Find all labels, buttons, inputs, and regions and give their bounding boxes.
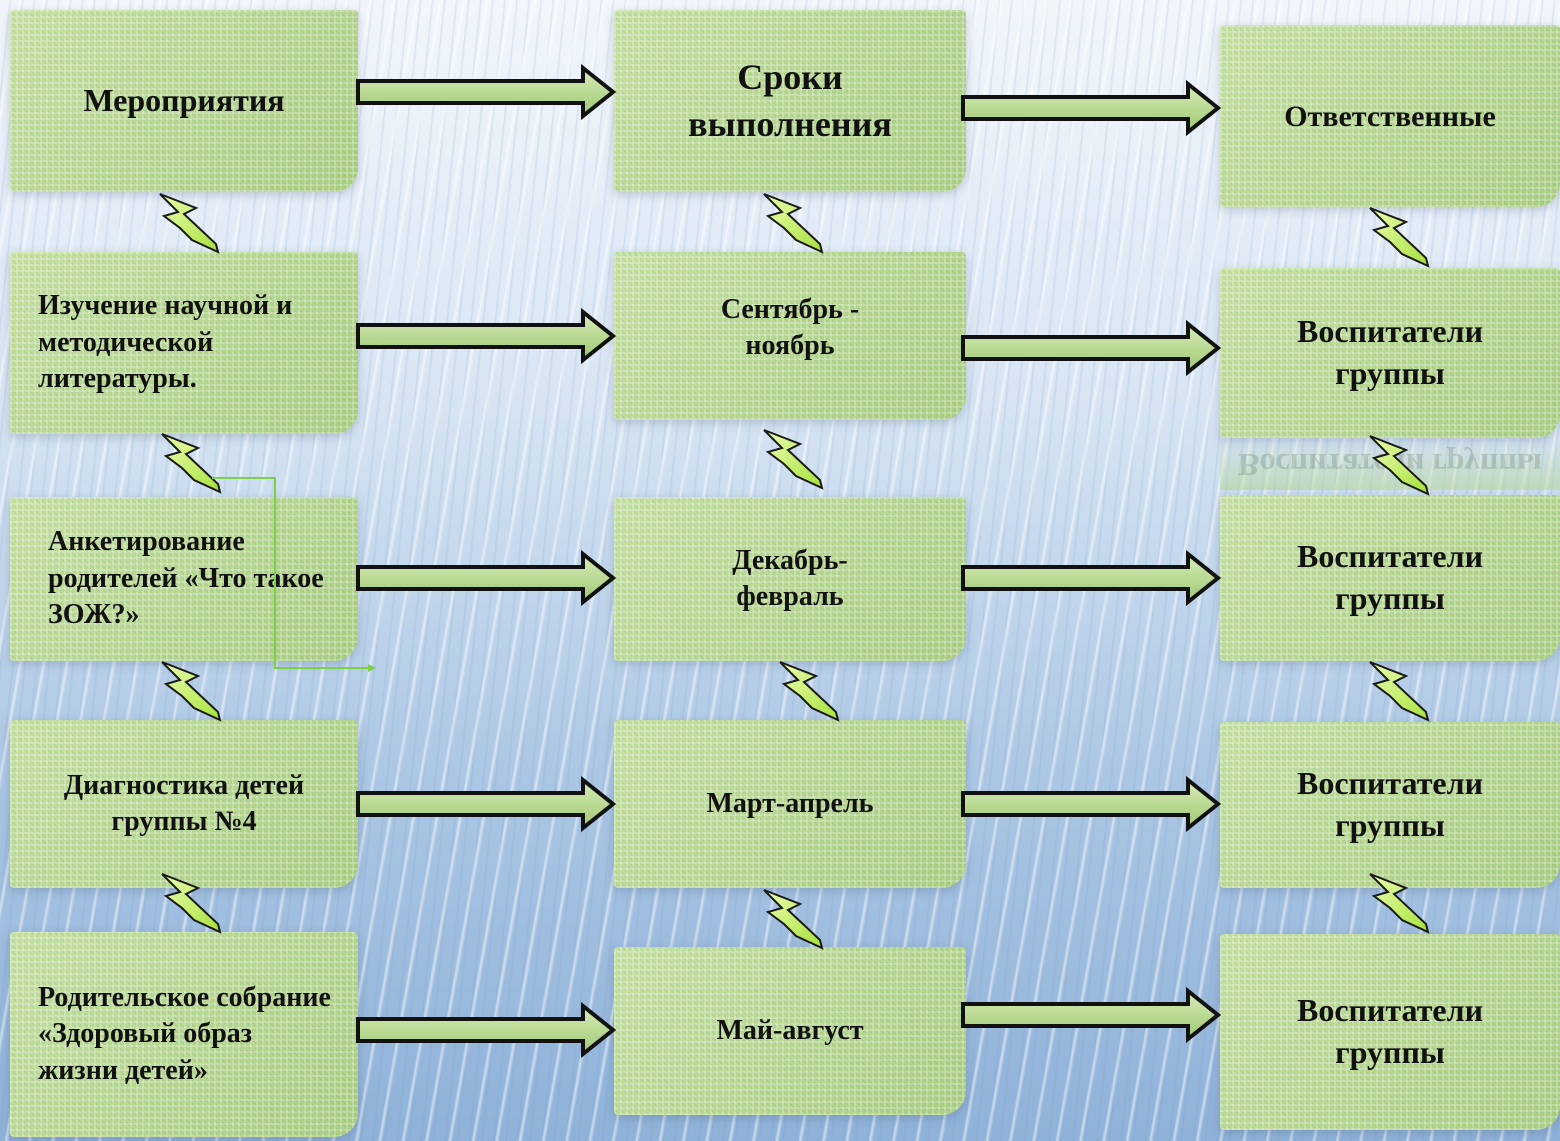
bolt-deadlines-2-icon <box>763 429 823 489</box>
events-item-1-box: Изучение научной и методической литерату… <box>10 252 358 434</box>
events-item-4-box: Родительское собрание «Здоровый образ жи… <box>10 932 358 1137</box>
arrow-events-to-deadlines-header <box>356 66 615 118</box>
responsible-item-1-box: Воспитатели группы <box>1220 268 1560 438</box>
responsible-item-2-label: Воспитатели группы <box>1296 538 1483 616</box>
arrow-events-to-deadlines-2 <box>356 552 615 604</box>
arrow-deadlines-to-responsible-header <box>961 82 1220 134</box>
responsible-item-4-box: Воспитатели группы <box>1220 934 1560 1130</box>
events-item-4-label: Родительское собрание «Здоровый образ жи… <box>38 981 331 1086</box>
bolt-responsible-4-icon <box>1369 873 1429 933</box>
responsible-item-2-box: Воспитатели группы <box>1220 495 1560 661</box>
arrow-deadlines-to-responsible-1 <box>961 322 1220 374</box>
bolt-responsible-1-icon <box>1369 207 1429 267</box>
responsible-header-box: Ответственные <box>1220 25 1560 207</box>
events-header-label: Мероприятия <box>83 82 285 119</box>
bolt-deadlines-4-icon <box>763 889 823 949</box>
bolt-events-3-icon <box>161 661 221 721</box>
deadlines-item-3-label: Март-апрель <box>706 787 874 819</box>
events-item-2-box: Анкетирование родителей «Что такое ЗОЖ?» <box>10 497 358 661</box>
arrow-events-to-deadlines-4 <box>356 1004 615 1056</box>
bolt-events-4-icon <box>161 873 221 933</box>
deadlines-item-3-box: Март-апрель <box>614 720 966 888</box>
bolt-responsible-3-icon <box>1369 661 1429 721</box>
events-item-2-label: Анкетирование родителей «Что такое ЗОЖ?» <box>48 526 324 631</box>
responsible-item-4-label: Воспитатели группы <box>1296 992 1483 1070</box>
arrow-deadlines-to-responsible-2 <box>961 552 1220 604</box>
events-item-3-box: Диагностика детей группы №4 <box>10 720 358 888</box>
events-item-3-label: Диагностика детей группы №4 <box>63 769 305 837</box>
deadlines-item-2-box: Декабрь-февраль <box>614 497 966 661</box>
deadlines-header-label: Сроки выполнения <box>688 57 892 144</box>
events-header-box: Мероприятия <box>10 10 358 192</box>
elbow-connector <box>212 477 376 672</box>
bolt-deadlines-1-icon <box>763 193 823 253</box>
responsible-item-3-label: Воспитатели группы <box>1296 765 1483 843</box>
deadlines-item-4-box: Май-август <box>614 947 966 1115</box>
arrow-deadlines-to-responsible-4 <box>961 989 1220 1041</box>
responsible-header-label: Ответственные <box>1284 99 1496 133</box>
bolt-responsible-2-icon <box>1369 435 1429 495</box>
arrow-deadlines-to-responsible-3 <box>961 778 1220 830</box>
deadlines-item-1-box: Сентябрь - ноябрь <box>614 252 966 420</box>
deadlines-header-box: Сроки выполнения <box>614 10 966 192</box>
bolt-events-1-icon <box>159 193 219 253</box>
arrow-events-to-deadlines-3 <box>356 778 615 830</box>
arrow-events-to-deadlines-1 <box>356 310 615 362</box>
bolt-deadlines-3-icon <box>779 661 839 721</box>
events-item-1-label: Изучение научной и методической литерату… <box>38 290 293 395</box>
deadlines-item-1-label: Сентябрь - ноябрь <box>720 293 860 361</box>
bolt-events-2-icon <box>161 433 221 493</box>
deadlines-item-2-label: Декабрь-февраль <box>732 544 848 612</box>
deadlines-item-4-label: Май-август <box>716 1014 864 1046</box>
responsible-item-3-box: Воспитатели группы <box>1220 722 1560 888</box>
responsible-item-1-label: Воспитатели группы <box>1296 313 1483 391</box>
